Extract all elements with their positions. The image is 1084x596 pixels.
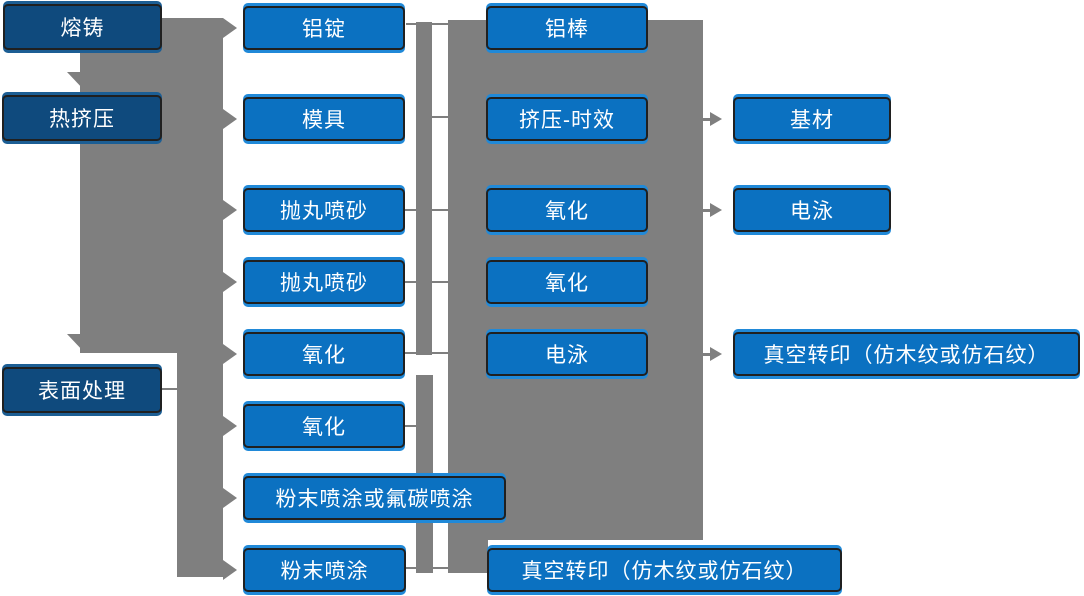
stage-hot-extrusion: 热挤压 [2,95,162,141]
flow-arrow-right-icon [710,112,722,126]
flow-arrow-right-icon [223,344,237,364]
flow-arrow-right-icon [710,347,722,361]
node-electrophoresis-2: 电泳 [733,188,891,232]
connector-line [432,352,448,354]
connector-line [405,425,416,427]
connector-line [406,567,416,569]
node-shot-blasting-1: 抛丸喷砂 [243,188,405,232]
stage-melting-casting: 熔铸 [3,4,162,50]
node-powder-or-fluorocarbon-coating: 粉末喷涂或氟碳喷涂 [243,476,506,520]
connector-line [432,209,448,211]
node-oxidation-3: 氧化 [486,188,648,232]
node-oxidation-1: 氧化 [243,332,405,376]
flow-arrow-right-icon [223,272,237,292]
node-oxidation-4: 氧化 [486,260,648,304]
node-electrophoresis-1: 电泳 [486,332,648,376]
node-vacuum-transfer-print-2: 真空转印（仿木纹或仿石纹） [733,332,1080,376]
connector-line [405,352,416,354]
node-aluminum-ingot: 铝锭 [243,6,405,50]
connector-line [405,209,416,211]
flow-arrow-right-icon [223,200,237,220]
flow-arrow-right-icon [710,203,722,217]
node-aluminum-bar: 铝棒 [486,6,648,50]
flow-arrow-right-icon [223,109,237,129]
flow-arrow-right-icon [223,488,237,508]
node-shot-blasting-2: 抛丸喷砂 [243,260,405,304]
connector-strip-upper [416,22,432,355]
connector-line [162,388,177,390]
node-mold: 模具 [243,97,405,141]
connector-line [430,567,448,569]
connector-line [405,281,416,283]
node-extrusion-aging: 挤压-时效 [486,97,648,141]
connector-band-left-lower [177,18,223,577]
stage-surface-treatment: 表面处理 [2,367,162,413]
connector-line [406,23,448,25]
flow-arrow-down-icon [67,72,101,90]
flow-arrow-stem [703,118,712,121]
flow-arrow-stem [703,209,712,212]
flow-arrow-right-icon [223,18,237,38]
flow-arrow-down-icon [67,334,101,352]
node-oxidation-2: 氧化 [243,404,405,448]
flow-arrow-stem [703,353,712,356]
connector-band-center-extension [448,530,488,573]
flow-arrow-right-icon [223,560,237,580]
connector-strip-lower [416,375,433,573]
node-substrate: 基材 [733,97,891,141]
connector-line [432,281,448,283]
node-vacuum-transfer-print-1: 真空转印（仿木纹或仿石纹） [487,548,842,592]
flow-arrow-right-icon [223,416,237,436]
connector-line [432,116,448,118]
node-powder-coating: 粉末喷涂 [243,548,406,592]
